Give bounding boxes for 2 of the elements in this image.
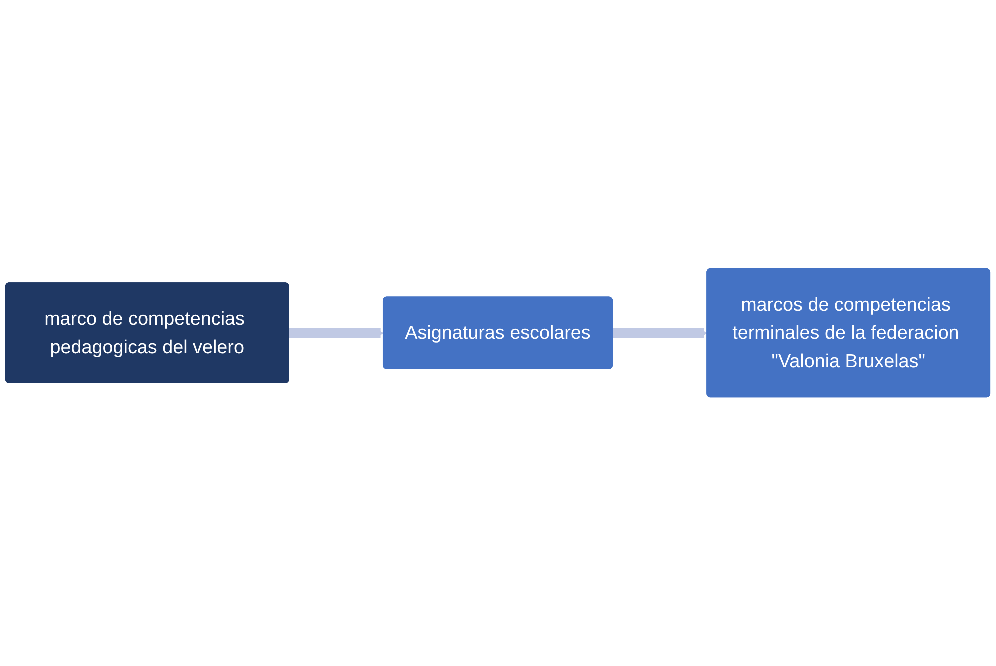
arrow <box>612 328 708 338</box>
arrow <box>289 328 384 338</box>
